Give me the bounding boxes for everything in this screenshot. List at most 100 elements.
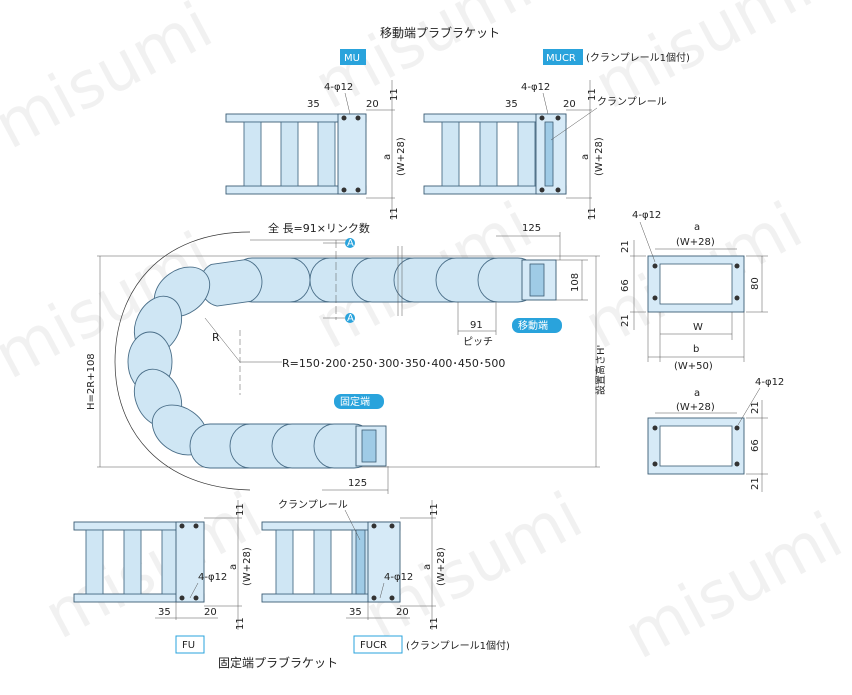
bolt-hole-icon <box>179 523 185 529</box>
bracket-plate <box>367 521 401 603</box>
section-opening <box>659 425 733 467</box>
fixed-end-tag-bg <box>334 394 384 409</box>
bolt-hole-icon <box>179 595 185 601</box>
dim-20: 20 <box>563 99 576 110</box>
dim-w28: (W+28) <box>676 402 715 413</box>
dim-b: b <box>693 344 699 355</box>
section-opening <box>659 263 733 305</box>
dim-w: W <box>693 322 703 333</box>
dim-w28: (W+28) <box>594 137 605 176</box>
dim-35: 35 <box>307 99 320 110</box>
dim-20: 20 <box>396 607 409 618</box>
fixed-end-title: 固定端プラブラケット <box>218 655 338 670</box>
leader-line <box>639 221 656 263</box>
dim-11: 11 <box>587 88 598 101</box>
dim-80: 80 <box>750 277 761 290</box>
mucr-view: MUCR (クランプレール1個付) 4-φ12 35 20 クランプレール 11… <box>423 49 690 220</box>
mucr-tag: MUCR <box>546 53 576 64</box>
fucr-tag-box <box>353 635 403 654</box>
dim-11: 11 <box>235 503 246 516</box>
install-height-label: 設置高さH' <box>594 345 607 395</box>
fu-tag-box <box>175 635 205 654</box>
fixed-end-clamp <box>361 429 377 463</box>
fucr-view: クランプレール 4-φ12 35 20 11 11 a (W+28) FUCR … <box>261 499 510 654</box>
fixed-end-tag: 固定端 <box>340 395 370 408</box>
section-a-label: A <box>347 313 354 324</box>
bolt-hole-icon <box>341 115 347 121</box>
dim-a: a <box>422 564 433 570</box>
section-a-badge <box>345 313 355 323</box>
bolt-hole-icon <box>652 425 658 431</box>
bolt-hole-icon <box>193 523 199 529</box>
leader-line <box>344 92 351 115</box>
chain-side-view: H=2R+108 設置高さH' <box>86 221 607 494</box>
dim-w28: (W+28) <box>396 137 407 176</box>
dim-21: 21 <box>620 314 631 327</box>
bolt-hole-icon <box>734 425 740 431</box>
leader-line <box>344 509 361 541</box>
crossbar <box>243 121 262 187</box>
leader-line <box>189 582 199 599</box>
clamp-rail <box>355 529 366 595</box>
bolt-hole-icon <box>539 187 545 193</box>
radius-values: R=150･200･250･300･350･400･450･500 <box>282 357 505 370</box>
fu-view: 4-φ12 35 20 11 11 a (W+28) FU <box>73 500 253 654</box>
moving-end-clamp <box>529 263 545 297</box>
crossbar <box>275 529 294 595</box>
mucr-tag-bg <box>543 49 583 65</box>
bolt-hole-icon <box>734 295 740 301</box>
top-links <box>199 257 539 307</box>
crossbar <box>317 121 336 187</box>
dim-11: 11 <box>429 617 440 630</box>
bolt-hole-icon <box>652 263 658 269</box>
dim-21: 21 <box>620 240 631 253</box>
dim-a: a <box>694 388 700 399</box>
bolt-hole-icon <box>371 595 377 601</box>
hole-label: 4-φ12 <box>198 572 227 583</box>
crossbar <box>479 121 498 187</box>
moving-end-title: 移動端プラブラケット <box>380 25 500 40</box>
dim-125-bottom: 125 <box>348 478 367 489</box>
section-a-badge <box>345 238 355 248</box>
bolt-hole-icon <box>193 595 199 601</box>
crossbar <box>85 529 104 595</box>
bolt-hole-icon <box>652 461 658 467</box>
leader-line <box>542 92 549 115</box>
dim-21: 21 <box>750 477 761 490</box>
watermark: misumi <box>613 499 852 674</box>
bolt-hole-icon <box>341 187 347 193</box>
bolt-hole-icon <box>734 263 740 269</box>
dim-a: a <box>228 564 239 570</box>
dim-a: a <box>382 154 393 160</box>
fucr-tag: FUCR <box>360 640 387 651</box>
bracket-plate <box>175 521 205 603</box>
section-a-label: A <box>347 238 354 249</box>
bolt-hole-icon <box>734 461 740 467</box>
clamp-note: (クランプレール1個付) <box>586 51 690 64</box>
dim-35: 35 <box>505 99 518 110</box>
dim-35: 35 <box>158 607 171 618</box>
dim-21: 21 <box>750 401 761 414</box>
radius-label: R <box>212 331 220 344</box>
dim-11: 11 <box>429 503 440 516</box>
dim-w50: (W+50) <box>674 361 713 372</box>
dim-w28: (W+28) <box>676 237 715 248</box>
height-label: H=2R+108 <box>86 353 97 410</box>
dim-a: a <box>580 154 591 160</box>
moving-end-tag-bg <box>512 318 562 333</box>
dim-w28: (W+28) <box>242 547 253 586</box>
fu-tag: FU <box>182 640 195 651</box>
bolt-hole-icon <box>389 595 395 601</box>
crossbar <box>517 121 536 187</box>
section-view-upper: 4-φ12 a (W+28) 21 66 21 80 W b (W+50) <box>620 210 768 372</box>
crossbar <box>280 121 299 187</box>
dim-20: 20 <box>366 99 379 110</box>
bolt-hole-icon <box>355 187 361 193</box>
section-view-lower: a (W+28) 4-φ12 21 66 21 <box>647 377 784 492</box>
outer-boundary <box>114 231 251 491</box>
dim-w28: (W+28) <box>436 547 447 586</box>
dim-125-top: 125 <box>522 223 541 234</box>
mu-tag-bg <box>340 49 366 65</box>
dim-a: a <box>694 222 700 233</box>
